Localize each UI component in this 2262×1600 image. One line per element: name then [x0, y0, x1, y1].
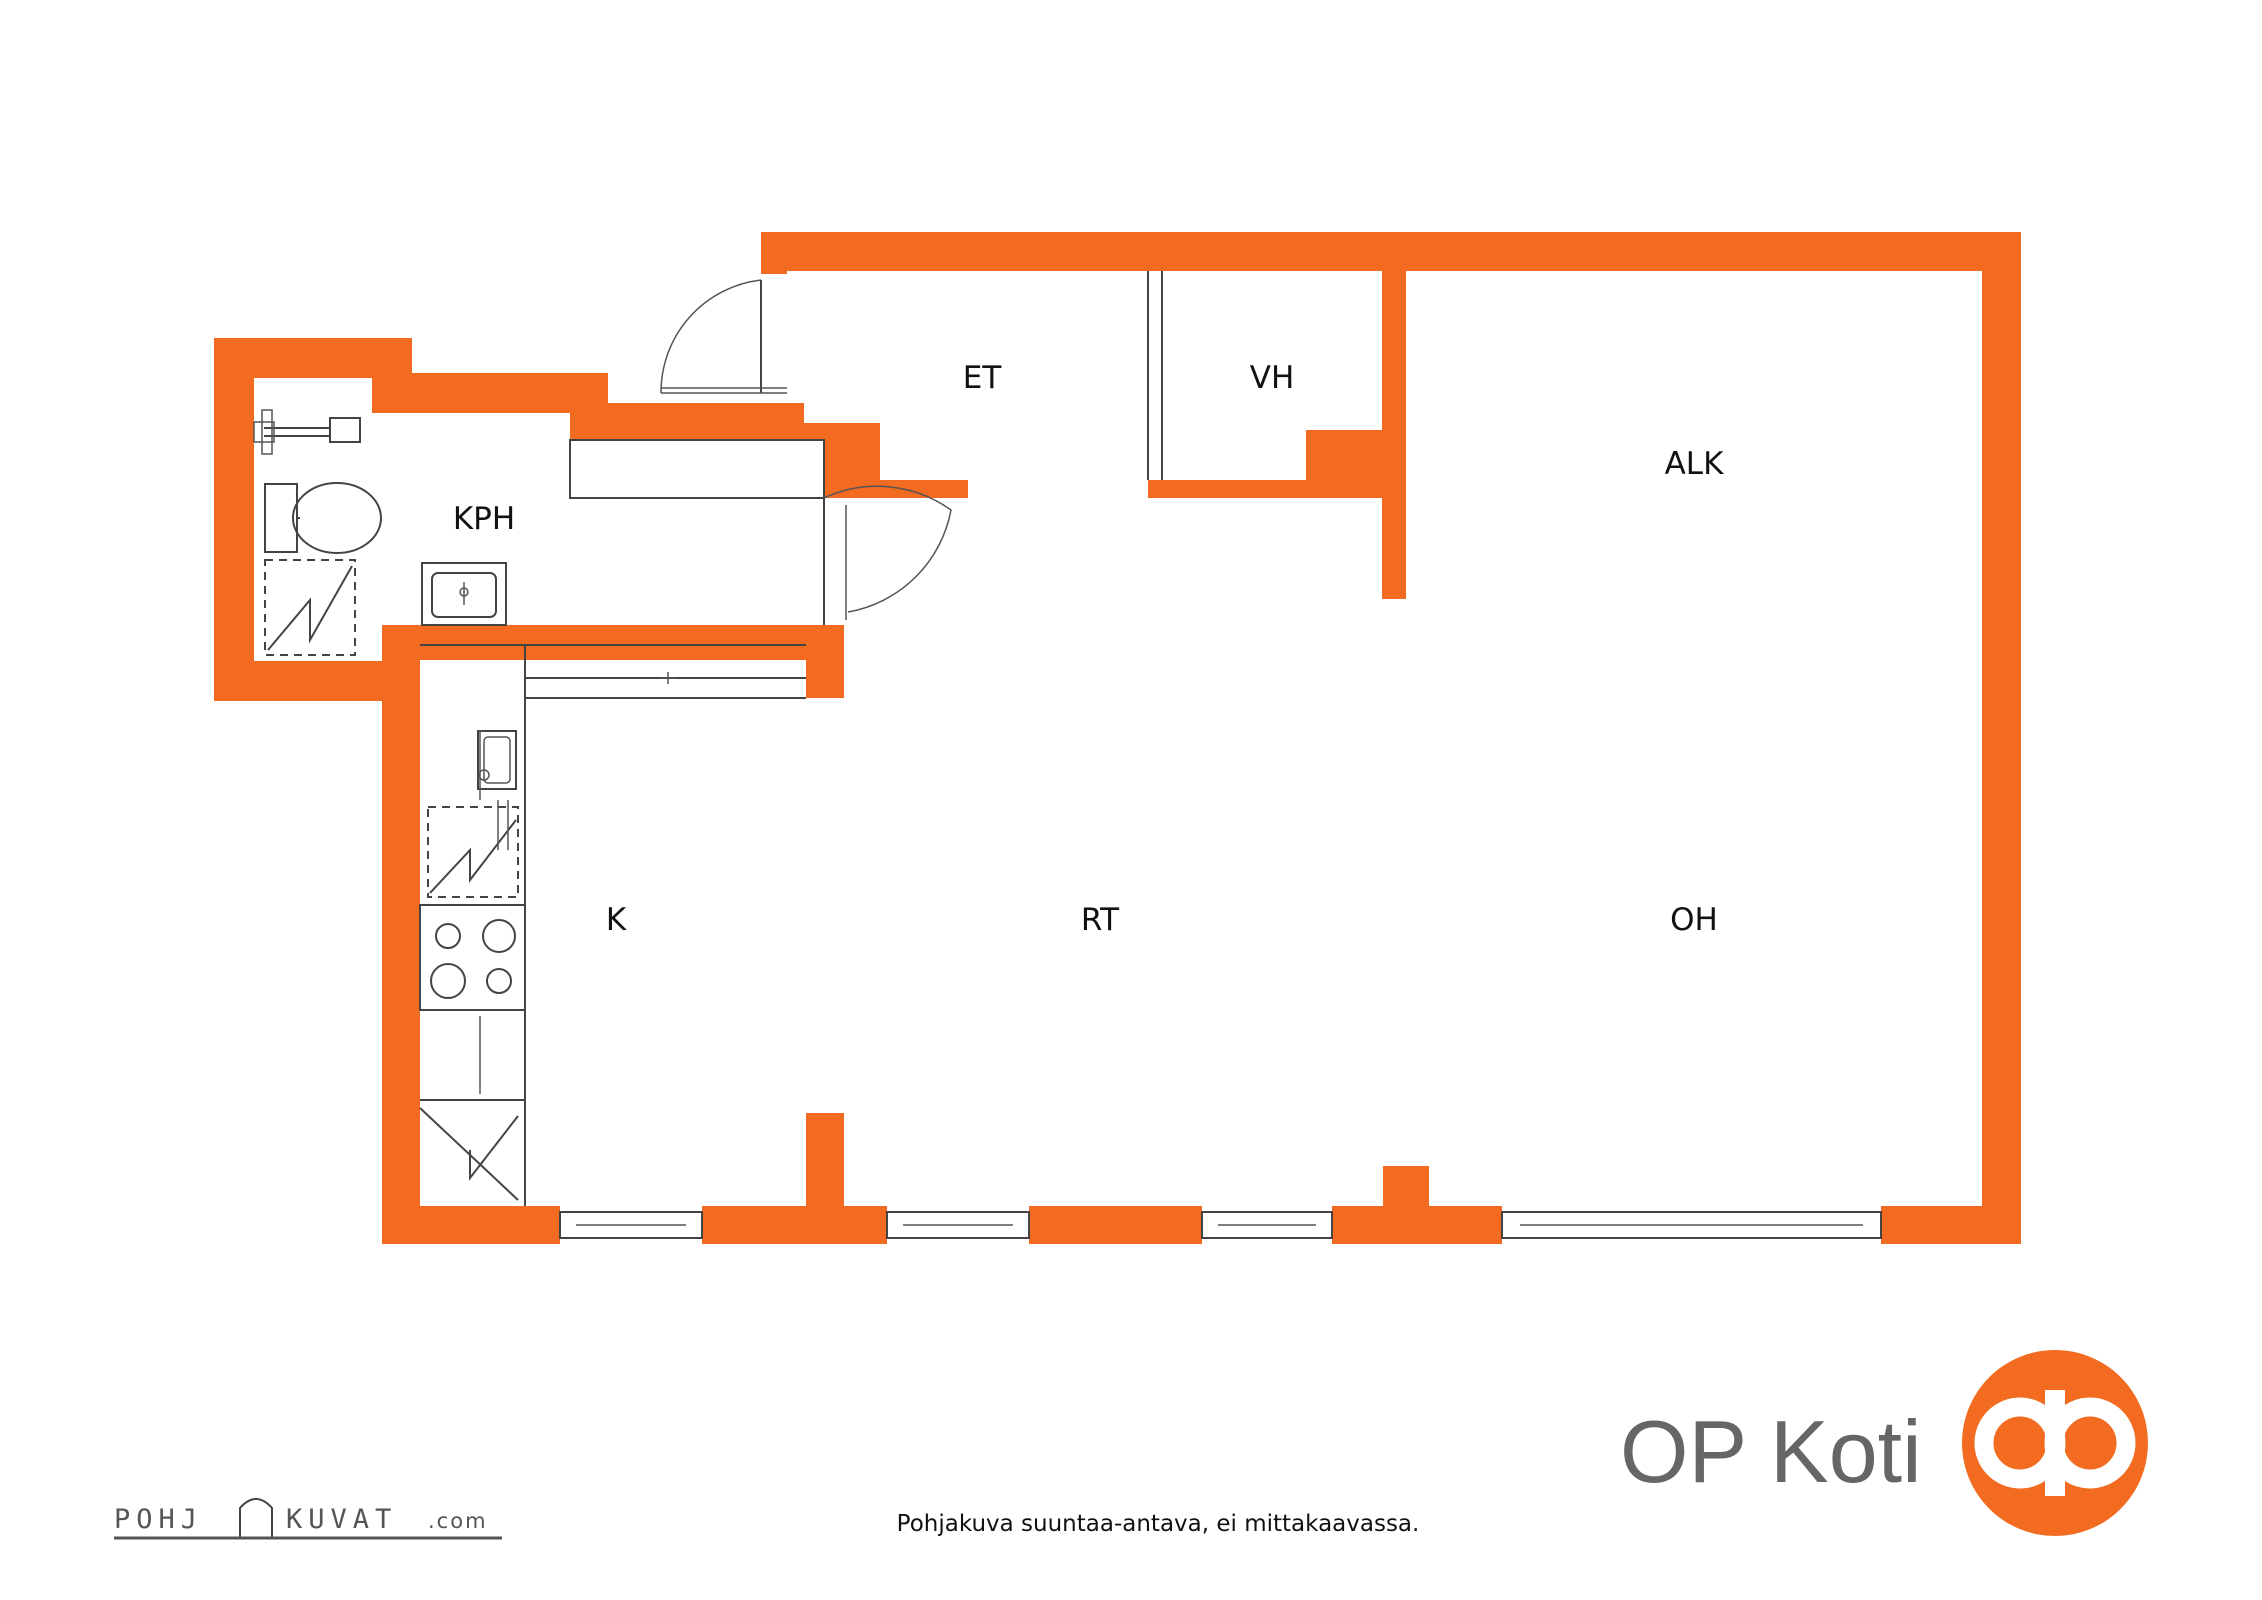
window-2 [886, 1211, 1030, 1239]
watermark-suffix: .com [428, 1509, 488, 1533]
watermark-left: POHJ [114, 1504, 203, 1535]
wall-kph-bottom [382, 625, 844, 698]
wall-vh-bottom [1148, 430, 1382, 498]
wall-kph-left [214, 338, 254, 701]
kitchen-sink-icon [477, 730, 517, 790]
wall-top [761, 232, 2021, 271]
op-logo-icon [1962, 1350, 2148, 1536]
wall-bottom-3 [1029, 1206, 1202, 1244]
window-1 [559, 1211, 703, 1239]
kitchen-cabinets [420, 730, 525, 1101]
vh-sliding-door [1147, 271, 1163, 480]
room-label-et: ET [963, 360, 1003, 396]
window-3 [1201, 1211, 1333, 1239]
bathroom-sink-icon [421, 562, 507, 626]
wall-vh-right [1382, 271, 1406, 599]
watermark-right: KUVAT [286, 1504, 397, 1535]
wall-right [1982, 232, 2021, 1244]
wall-left-kitchen [382, 698, 420, 1244]
wall-entry-stub [761, 232, 787, 274]
walls [214, 232, 2021, 1244]
pillar-bottom-right [1383, 1166, 1429, 1206]
room-label-oh: OH [1670, 902, 1718, 938]
pillar-bottom-left [806, 1113, 844, 1206]
shower-fixture [253, 409, 361, 455]
fixtures [253, 409, 825, 1206]
wall-bottom-4 [1332, 1206, 1502, 1244]
bathroom-counter [569, 439, 825, 499]
watermark: POHJ KUVAT .com [114, 1498, 502, 1540]
stove-icon [419, 904, 526, 1011]
watermark-arch [239, 1498, 273, 1538]
washing-machine-icon [264, 559, 356, 656]
room-label-rt: RT [1081, 902, 1120, 938]
room-label-kph: KPH [453, 501, 515, 537]
toilet-icon [264, 482, 382, 554]
room-label-alk: ALK [1665, 446, 1724, 482]
room-label-vh: VH [1250, 360, 1295, 396]
wall-bottom-5 [1881, 1206, 2021, 1244]
brand-name: OP Koti [1620, 1402, 1922, 1501]
entrance-door [660, 279, 787, 394]
dishwasher-icon [427, 800, 519, 898]
doors [660, 271, 1163, 625]
brand: OP Koti [1620, 1350, 2148, 1536]
wall-kph-top-3 [372, 373, 968, 498]
disclaimer: Pohjakuva suuntaa-antava, ei mittakaavas… [897, 1511, 1420, 1537]
kitchen-counter [420, 644, 806, 1206]
room-label-k: K [606, 902, 627, 938]
windows [559, 1211, 1882, 1239]
bathroom-door [823, 485, 952, 625]
room-labels: ET VH ALK KPH K RT OH [453, 360, 1724, 938]
fridge-icon [419, 1107, 519, 1201]
window-4 [1501, 1211, 1882, 1239]
wall-bottom-2 [702, 1206, 887, 1244]
